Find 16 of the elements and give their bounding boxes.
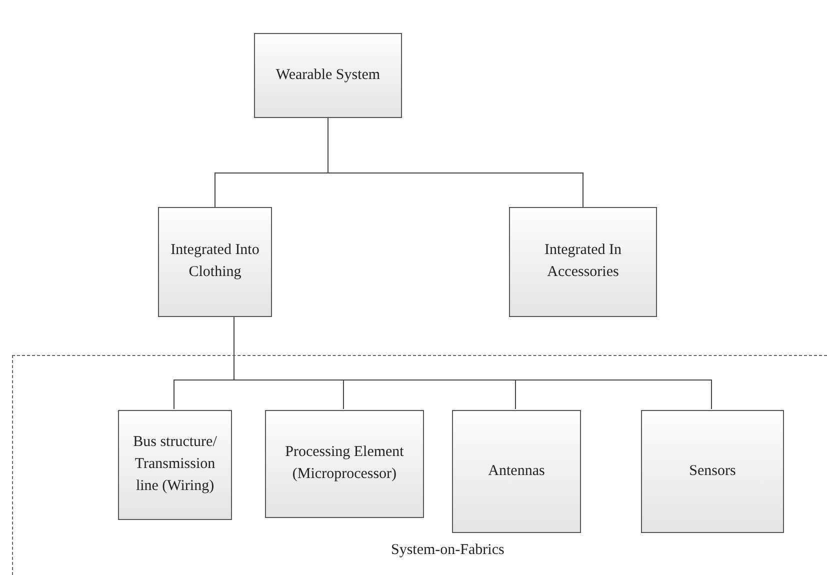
process-box — [265, 410, 424, 518]
node-label: Antennas — [488, 462, 545, 481]
process-box — [118, 410, 232, 520]
process-box — [452, 410, 581, 533]
node-label: Sensors — [689, 462, 736, 481]
group-label: System-on-Fabrics — [391, 542, 504, 559]
dashed-group-region — [12, 355, 827, 575]
process-box — [509, 207, 657, 317]
node-label: Processing Element (Microprocessor) — [284, 443, 405, 484]
node-label: Integrated Into Clothing — [170, 241, 260, 282]
node-label: Integrated In Accessories — [543, 241, 623, 282]
node-label: Bus structure/ Transmission line (Wiring) — [132, 433, 218, 496]
process-box — [641, 410, 784, 533]
process-box — [254, 33, 402, 118]
process-box — [158, 207, 272, 317]
node-label: Wearable System — [276, 66, 380, 85]
